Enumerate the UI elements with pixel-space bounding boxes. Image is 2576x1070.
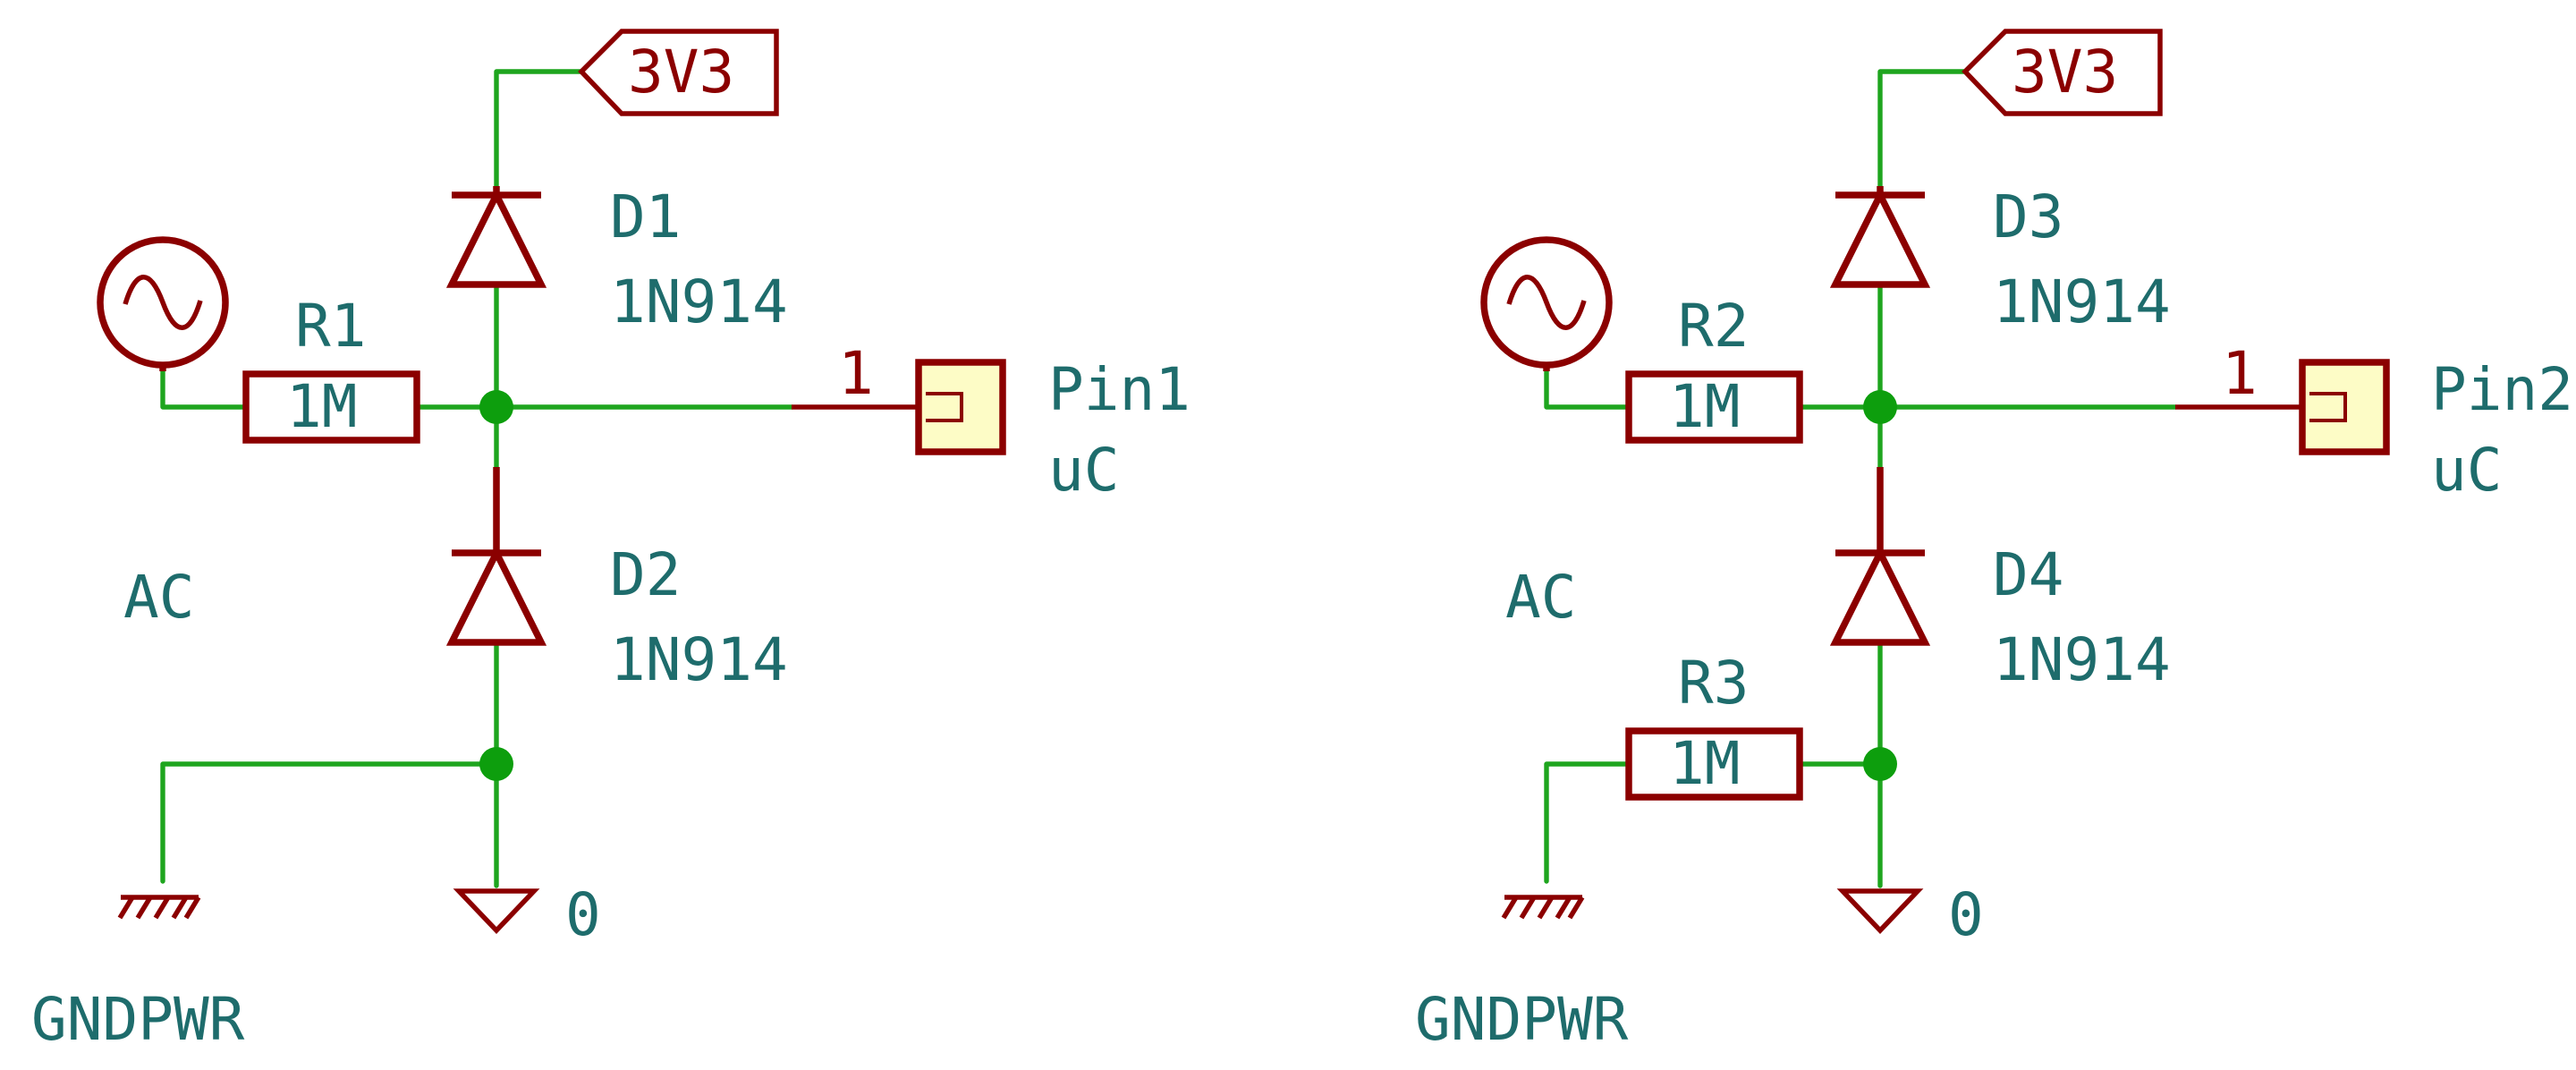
r3-value: 1M: [1669, 729, 1740, 798]
pin1-number: 1: [838, 339, 874, 408]
r1-ref: R1: [295, 292, 366, 361]
r2-value: 1M: [1669, 372, 1740, 441]
d3-value: 1N914: [1993, 268, 2171, 336]
ground-0-symbol-2: [1836, 888, 1924, 934]
power-port-3v3-1: [578, 29, 779, 116]
wire-ac-to-r2: [1544, 369, 1631, 410]
junction-gnd-2: [1863, 747, 1897, 781]
ac-label-1: AC: [123, 563, 194, 632]
d2-ref: D2: [610, 540, 681, 609]
ac-source-1: [97, 236, 229, 371]
diode-d2: [445, 467, 547, 646]
d2-value: 1N914: [610, 625, 788, 694]
r3-ref: R3: [1678, 649, 1749, 718]
diode-d4: [1829, 467, 1931, 646]
junction-gnd-1: [479, 747, 513, 781]
wire-3v3-to-d3: [1877, 69, 1968, 189]
gndpwr-label-1: GNDPWR: [31, 985, 245, 1054]
pin2-value: uC: [2431, 436, 2502, 505]
ground-0-symbol-1: [453, 888, 540, 934]
circuit-2: 3V3 D3 1N914 D4 1N914 AC R2 1M R3: [1415, 29, 2573, 1054]
circuit-1-wires: [160, 69, 794, 888]
diode-d3: [1829, 186, 1931, 288]
diode-d1: [445, 186, 547, 288]
pin2-number: 1: [2222, 339, 2258, 408]
gndpwr-label-2: GNDPWR: [1415, 985, 1629, 1054]
d1-value: 1N914: [610, 268, 788, 336]
power-port-3v3-2: [1962, 29, 2163, 116]
junction-node-2: [1863, 390, 1897, 424]
gndpwr-symbol-2: [1501, 895, 1585, 920]
connector-pin1: [792, 359, 1006, 455]
junction-node-1: [479, 390, 513, 424]
wire-ac-to-r1: [160, 369, 249, 410]
pin2-ref: Pin2: [2431, 355, 2573, 424]
power-label-3v3-2: 3V3: [2012, 38, 2118, 106]
r2-ref: R2: [1678, 292, 1749, 361]
pin1-ref: Pin1: [1048, 355, 1191, 424]
ac-source-2: [1480, 236, 1613, 371]
ac-label-2: AC: [1505, 563, 1576, 632]
gndpwr-symbol-1: [117, 895, 201, 920]
resistor-r1: [242, 370, 420, 444]
d1-ref: D1: [610, 183, 681, 251]
d4-value: 1N914: [1993, 625, 2171, 694]
power-label-3v3-1: 3V3: [628, 38, 734, 106]
d4-ref: D4: [1993, 540, 2063, 609]
resistor-r3: [1625, 727, 1803, 801]
ground-0-label-1: 0: [565, 880, 601, 949]
r1-value: 1M: [286, 372, 357, 441]
wire-to-gndpwr: [160, 761, 499, 884]
circuit-1: 3V3 D1 1N914 D2 1N914 AC R1 1M: [31, 29, 1191, 1054]
wire-r3-to-gndpwr: [1544, 761, 1631, 884]
connector-pin2: [2175, 359, 2390, 455]
resistor-r2: [1625, 370, 1803, 444]
d3-ref: D3: [1993, 183, 2063, 251]
wire-3v3-to-d1: [494, 69, 584, 189]
pin1-value: uC: [1048, 436, 1119, 505]
ground-0-label-2: 0: [1948, 880, 1984, 949]
